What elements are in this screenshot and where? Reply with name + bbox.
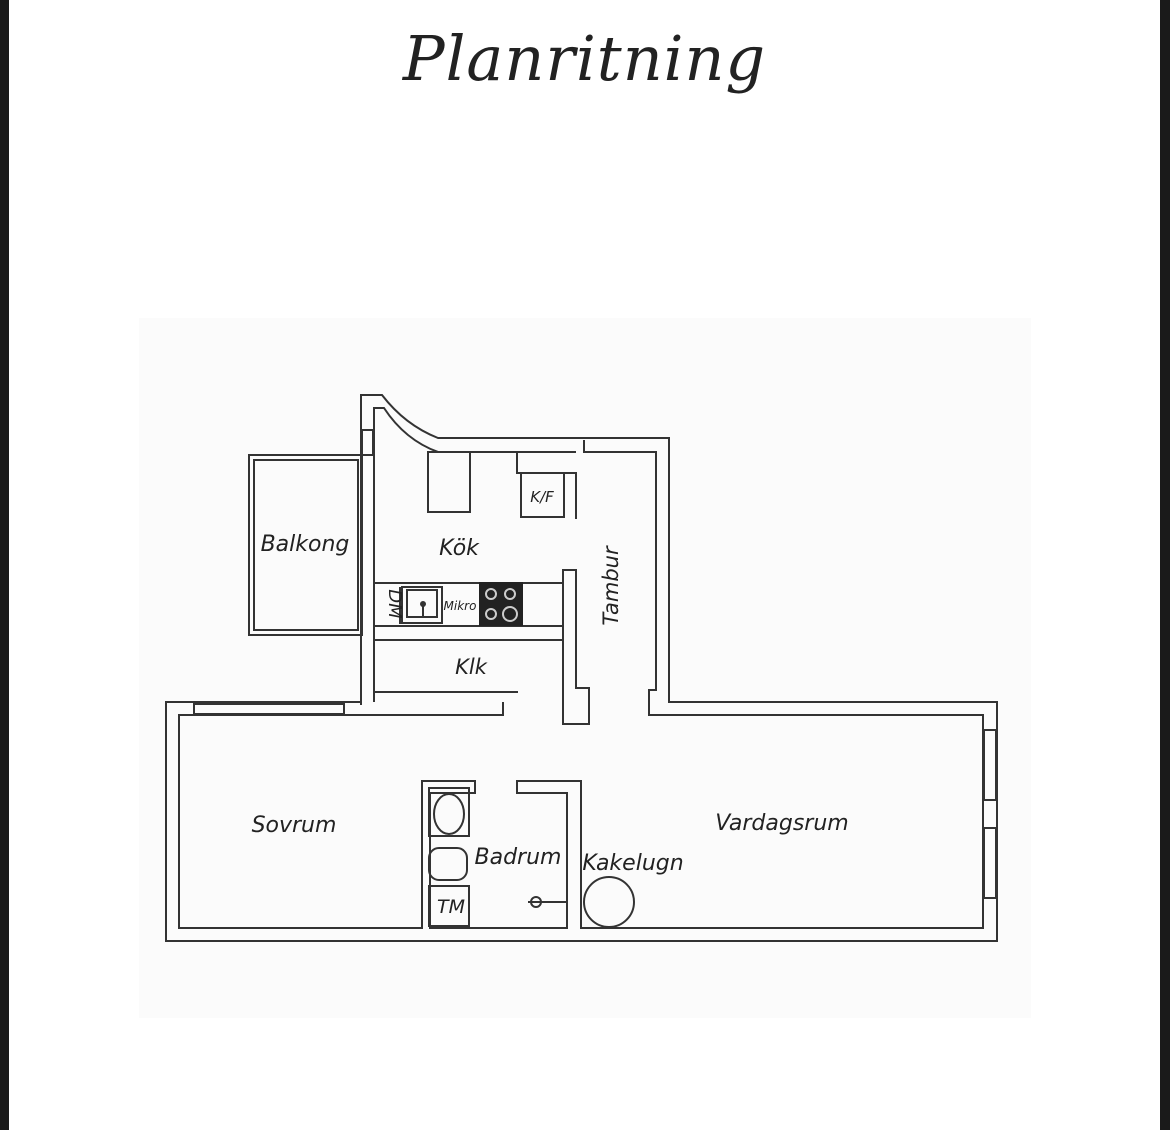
tambur-divider-upper xyxy=(563,472,577,519)
tambur-divider xyxy=(562,569,590,725)
label-kakelugn: Kakelugn xyxy=(582,851,683,876)
label-kf: K/F xyxy=(530,488,554,506)
bath-sink xyxy=(433,793,465,835)
fridge-wall xyxy=(516,452,521,474)
bath-sink-cabinet xyxy=(428,787,470,837)
label-tambur: Tambur xyxy=(599,545,623,626)
stove xyxy=(479,582,523,626)
burner-icon xyxy=(485,608,497,620)
kitchen-cabinet xyxy=(427,451,471,513)
bedroom-window xyxy=(193,703,345,715)
kitchen-window xyxy=(361,429,374,456)
living-window-1 xyxy=(983,729,997,801)
sink xyxy=(401,586,443,624)
label-klk: Klk xyxy=(455,655,488,679)
burner-icon xyxy=(504,588,516,600)
inner-walls xyxy=(178,440,984,929)
label-balkong: Balkong xyxy=(261,532,350,557)
burner-icon xyxy=(502,606,518,622)
toilet xyxy=(428,847,468,881)
balcony-inner xyxy=(253,459,359,631)
label-kok: Kök xyxy=(439,536,480,561)
label-vardagsrum: Vardagsrum xyxy=(715,811,848,836)
label-sovrum: Sovrum xyxy=(252,813,337,838)
kitchen-counter xyxy=(374,582,562,627)
living-window-2 xyxy=(983,827,997,899)
burner-icon xyxy=(485,588,497,600)
label-tm: TM xyxy=(437,896,465,918)
label-dm: DM xyxy=(384,589,405,619)
faucet-head xyxy=(420,601,426,607)
washing-machine xyxy=(428,885,470,927)
tiled-stove xyxy=(583,876,635,928)
closet-walls xyxy=(373,639,562,693)
label-badrum: Badrum xyxy=(475,845,562,870)
page-title: Planritning xyxy=(402,22,767,95)
label-mikro: Mikro xyxy=(444,599,477,613)
